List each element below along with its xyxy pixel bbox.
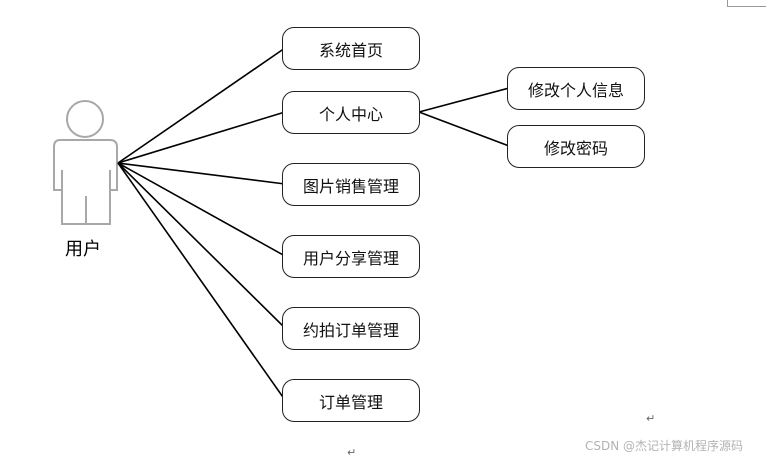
usecase-picture-sales: 图片销售管理 — [282, 163, 420, 206]
line-share — [117, 162, 286, 257]
usecase-booking-orders: 约拍订单管理 — [282, 307, 420, 350]
line-center — [117, 111, 286, 164]
page-corner-marker — [727, 0, 766, 7]
usecase-user-share: 用户分享管理 — [282, 235, 420, 278]
actor-figure — [53, 100, 118, 225]
usecase-personal-center: 个人中心 — [282, 91, 420, 134]
line-orders — [117, 162, 286, 401]
line-edit-password — [418, 111, 510, 147]
actor-label: 用户 — [65, 239, 101, 260]
usecase-home: 系统首页 — [282, 27, 420, 70]
line-booking — [117, 162, 286, 329]
line-pic-sales — [117, 162, 286, 185]
usecase-orders: 订单管理 — [282, 379, 420, 422]
watermark: CSDN @杰记计算机程序源码 — [585, 439, 744, 453]
usecase-edit-password: 修改密码 — [507, 125, 645, 168]
usecase-edit-info: 修改个人信息 — [507, 67, 645, 110]
paragraph-mark: ↵ — [646, 412, 656, 425]
line-edit-info — [418, 87, 510, 113]
association-lines — [117, 47, 510, 401]
line-home — [117, 47, 286, 164]
paragraph-mark: ↵ — [347, 446, 357, 459]
